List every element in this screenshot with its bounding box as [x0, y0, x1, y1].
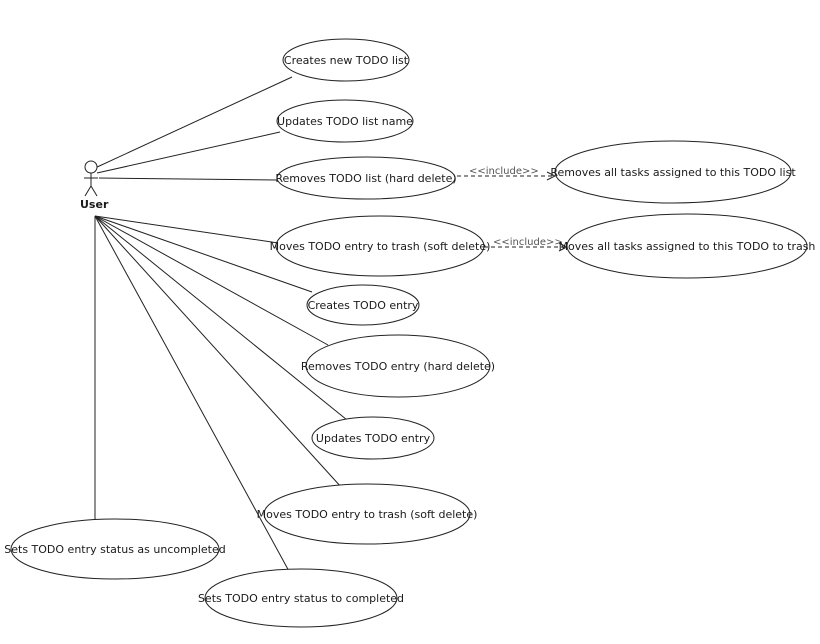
use-case-removes-all-tasks-assigned[interactable]: Removes all tasks assigned to this TODO …	[550, 140, 796, 204]
use-cases: Creates new TODO list Updates TODO list …	[4, 38, 816, 628]
use-case-label: Moves all tasks assigned to this TODO to…	[559, 240, 816, 253]
use-case-label: Removes TODO entry (hard delete)	[301, 360, 495, 373]
use-case-sets-status-completed[interactable]: Sets TODO entry status to completed	[198, 568, 404, 628]
use-case-creates-todo-entry[interactable]: Creates TODO entry	[306, 284, 420, 326]
use-case-updates-todo-list-name[interactable]: Updates TODO list name	[276, 99, 414, 143]
use-case-moves-todo-entry-to-trash-1[interactable]: Moves TODO entry to trash (soft delete)	[270, 215, 491, 277]
assoc-uc7	[94, 215, 313, 293]
use-case-removes-todo-list[interactable]: Removes TODO list (hard delete)	[275, 156, 457, 200]
assoc-uc9	[94, 215, 353, 425]
assoc-uc2	[96, 131, 281, 174]
use-case-label: Moves TODO entry to trash (soft delete)	[270, 240, 491, 253]
use-case-label: Removes TODO list (hard delete)	[275, 172, 456, 185]
use-case-label: Creates TODO entry	[308, 299, 419, 312]
use-case-moves-all-tasks-to-trash[interactable]: Moves all tasks assigned to this TODO to…	[559, 213, 816, 279]
actor-head	[84, 160, 98, 174]
assoc-uc12	[94, 215, 291, 574]
assoc-uc5	[94, 215, 286, 245]
actor-leg-left	[84, 185, 92, 197]
use-case-sets-status-uncompleted[interactable]: Sets TODO entry status as uncompleted	[4, 518, 226, 580]
assoc-uc3	[98, 177, 278, 181]
use-case-creates-new-todo-list[interactable]: Creates new TODO list	[282, 38, 410, 82]
include-relations: <<include>> <<include>>	[450, 166, 567, 248]
actor-leg-right	[90, 185, 98, 197]
use-case-label: Moves TODO entry to trash (soft delete)	[257, 508, 478, 521]
use-case-moves-todo-entry-to-trash-2[interactable]: Moves TODO entry to trash (soft delete)	[257, 483, 478, 545]
use-case-label: Updates TODO list name	[277, 115, 413, 128]
use-case-label: Updates TODO entry	[316, 432, 431, 445]
include-label-2: <<include>>	[493, 237, 563, 248]
assoc-uc1	[94, 76, 293, 169]
use-case-label: Sets TODO entry status to completed	[198, 592, 404, 605]
use-case-updates-todo-entry[interactable]: Updates TODO entry	[311, 416, 435, 460]
actor-label: User	[80, 198, 109, 211]
use-case-label: Removes all tasks assigned to this TODO …	[550, 166, 796, 179]
use-case-label: Sets TODO entry status as uncompleted	[4, 543, 225, 556]
actor-user[interactable]: User	[80, 160, 109, 211]
use-case-removes-todo-entry[interactable]: Removes TODO entry (hard delete)	[301, 334, 495, 398]
association-lines	[94, 76, 353, 574]
assoc-uc8	[94, 215, 329, 346]
assoc-uc10	[94, 215, 343, 489]
include-label-1: <<include>>	[469, 166, 539, 177]
use-case-label: Creates new TODO list	[284, 54, 409, 67]
